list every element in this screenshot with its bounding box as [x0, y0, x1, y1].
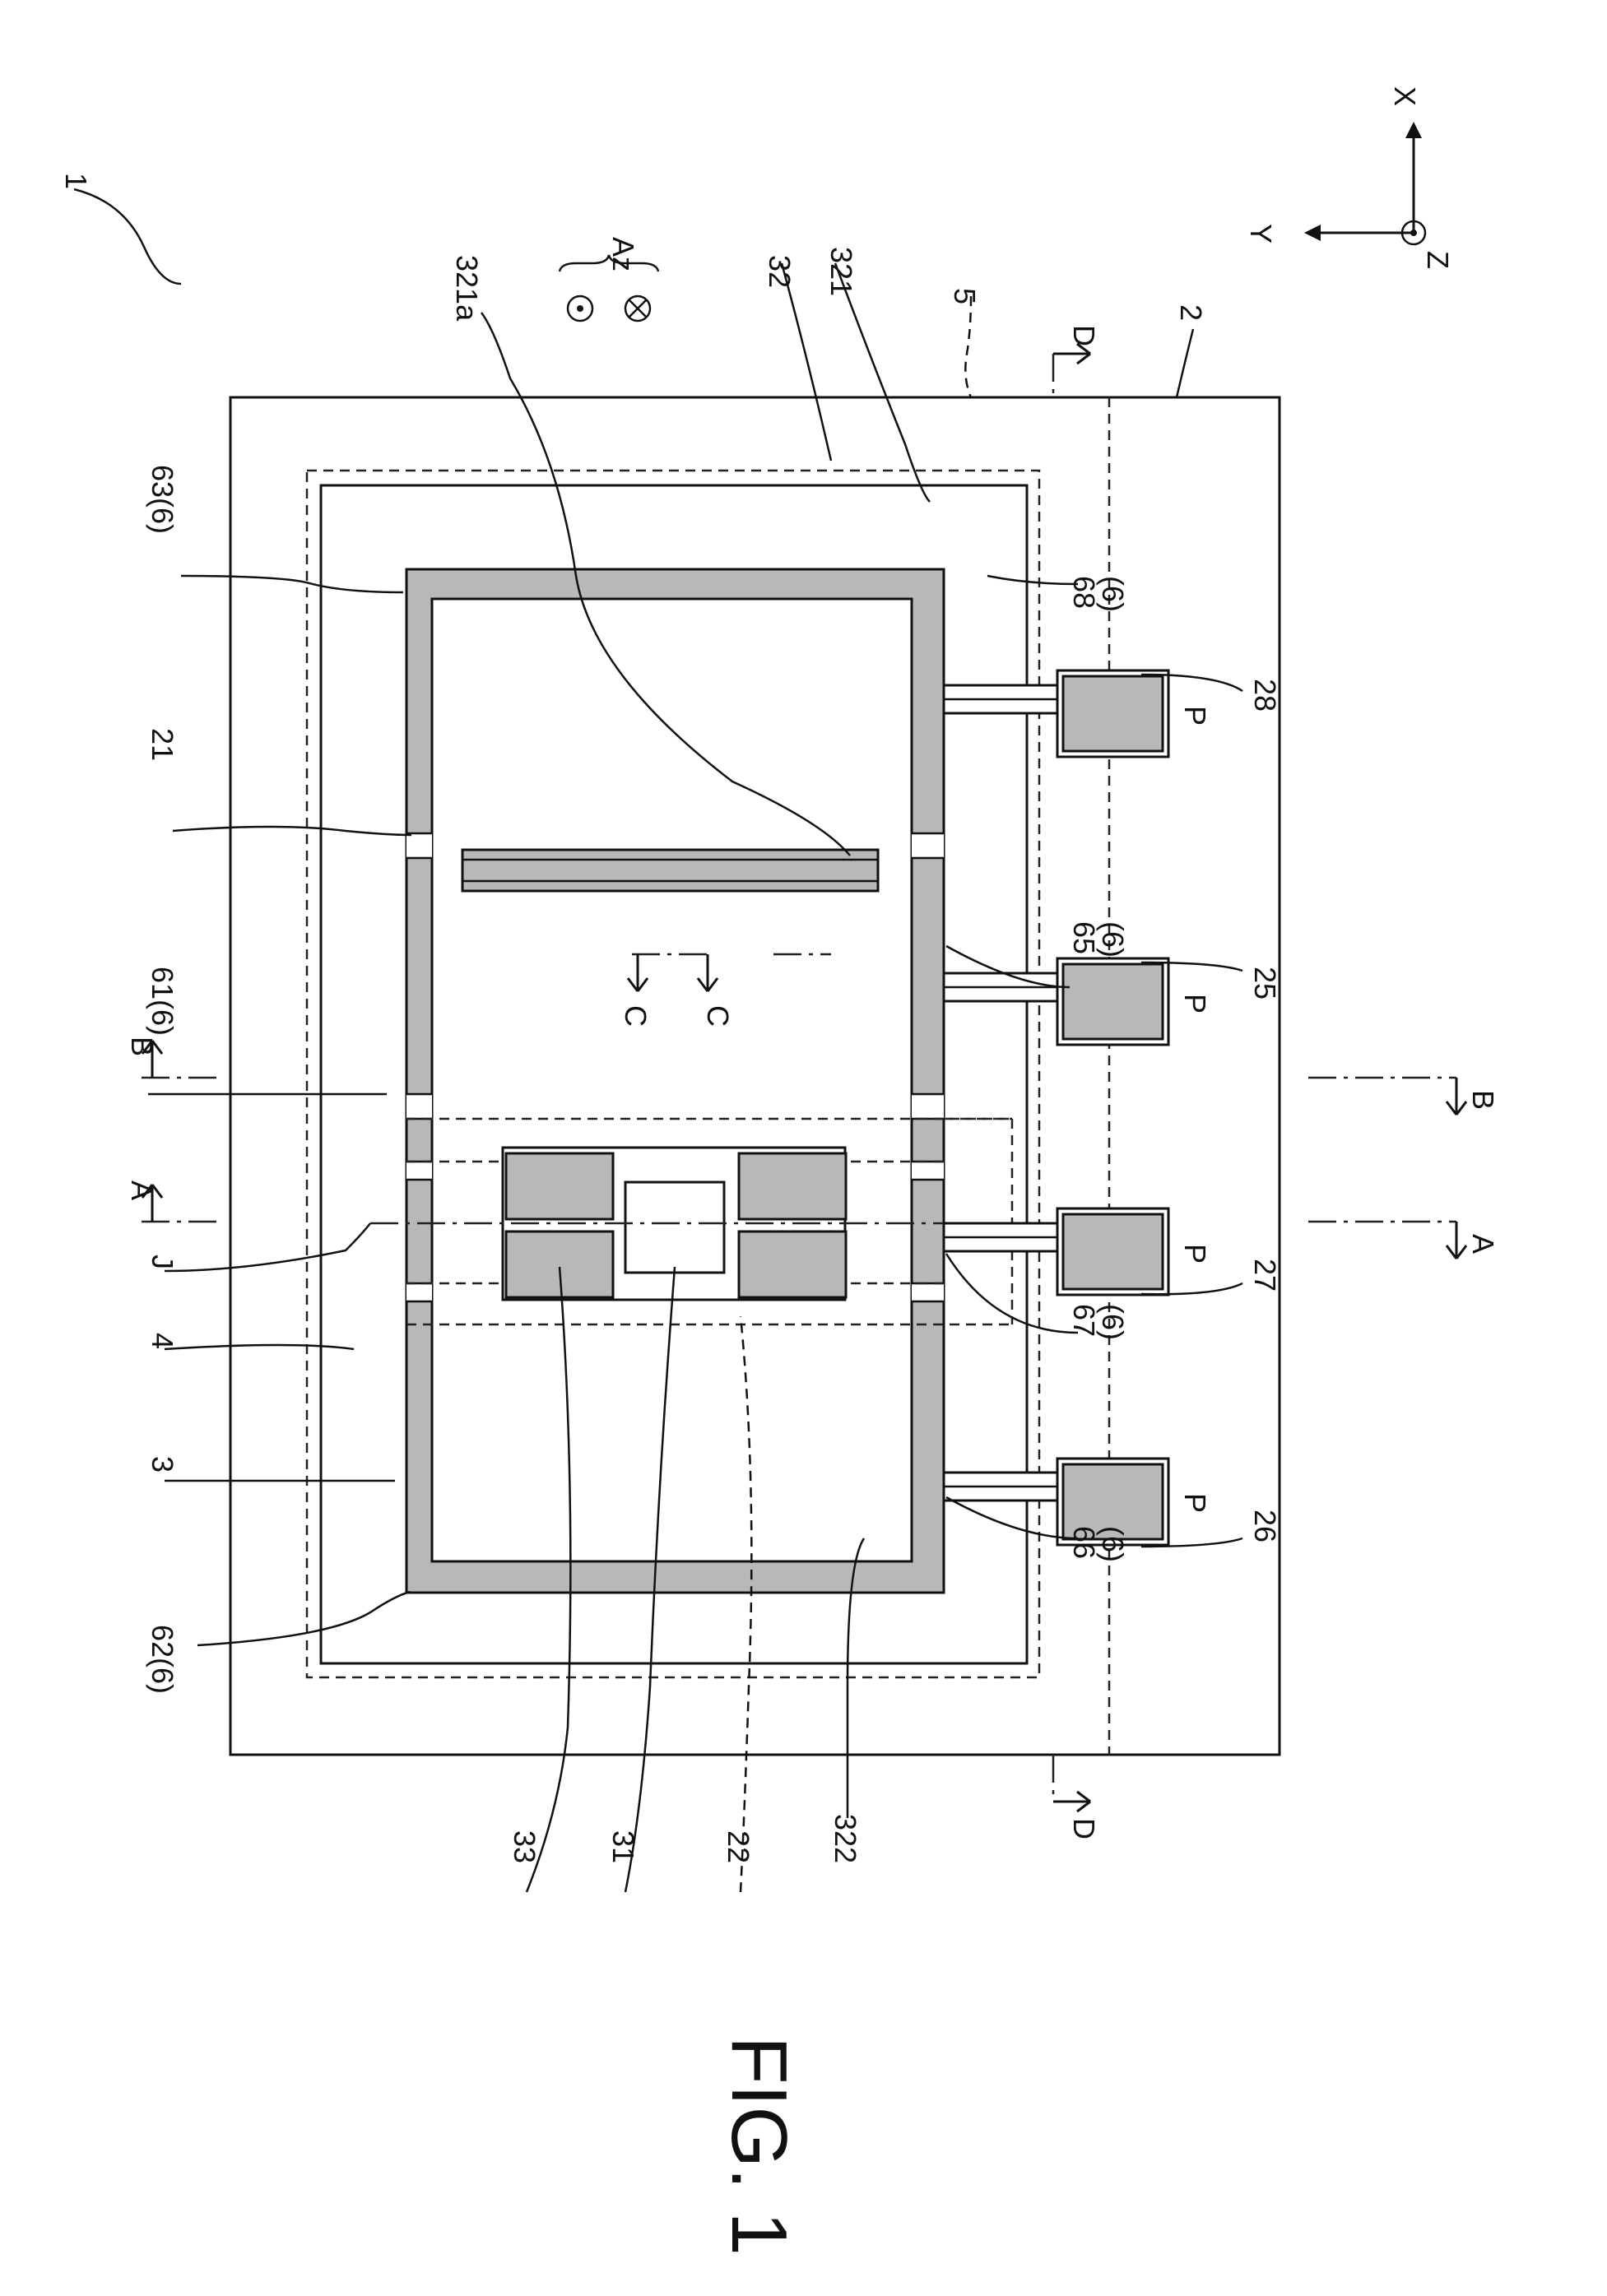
- terminal-27: [944, 1208, 1168, 1295]
- section-d-bottom: D: [1067, 1818, 1101, 1839]
- label-31: 31: [606, 1830, 640, 1863]
- frame-inner: [432, 599, 912, 1561]
- label-az: Az: [606, 237, 640, 271]
- axis-x-label: X: [1388, 86, 1422, 106]
- coordinate-axes: [1304, 122, 1425, 244]
- frame-3: [406, 569, 944, 1593]
- axis-z-label: Z: [1421, 251, 1455, 269]
- label-33: 33: [508, 1830, 541, 1863]
- label-67b: (6): [1096, 1304, 1130, 1340]
- label-j: J: [146, 1255, 179, 1269]
- label-p-27: P: [1178, 1244, 1212, 1264]
- label-61: 61(6): [146, 967, 179, 1036]
- label-68b: (6): [1096, 576, 1130, 612]
- terminal-26: [944, 1459, 1168, 1545]
- frame-gap-bottom-4: [912, 1283, 944, 1301]
- frame-gap-top-1: [406, 833, 432, 858]
- section-a-top: A: [125, 1180, 159, 1200]
- section-c-top: C: [619, 1005, 653, 1027]
- axis-y-label: Y: [1244, 224, 1278, 244]
- element-33-pad-2: [506, 1231, 613, 1297]
- label-p-26: P: [1178, 1493, 1212, 1513]
- section-b-bottom: B: [1466, 1090, 1500, 1110]
- label-25: 25: [1248, 967, 1282, 1000]
- terminal-25: [944, 958, 1168, 1045]
- frame-gap-top-2: [406, 1094, 432, 1119]
- label-21: 21: [146, 728, 179, 761]
- label-62: 62(6): [146, 1625, 179, 1694]
- label-device-1: 1: [59, 173, 93, 189]
- section-c-bottom: C: [701, 1005, 735, 1027]
- figure-title: FIG. 1: [715, 2036, 803, 2256]
- label-28: 28: [1248, 679, 1282, 712]
- element-33-pad-1: [506, 1153, 613, 1219]
- label-27: 27: [1248, 1259, 1282, 1292]
- label-4: 4: [146, 1333, 179, 1349]
- label-67: 67: [1067, 1304, 1101, 1337]
- label-322: 322: [829, 1814, 862, 1863]
- section-a-bottom: A: [1466, 1234, 1500, 1254]
- label-321: 321: [824, 247, 858, 296]
- label-26: 26: [1248, 1510, 1282, 1542]
- element-33-pad-4: [739, 1231, 846, 1297]
- frame-gap-bottom-1: [912, 833, 944, 858]
- label-32: 32: [763, 255, 797, 288]
- label-66b: (6): [1096, 1526, 1130, 1562]
- label-65: 65: [1067, 921, 1101, 954]
- label-p-25: P: [1178, 994, 1212, 1013]
- element-321a-bar: [462, 850, 878, 891]
- terminal-28: [944, 670, 1168, 757]
- label-2: 2: [1174, 304, 1208, 321]
- element-31-block: [625, 1182, 724, 1273]
- label-321a: 321a: [450, 255, 484, 322]
- frame-gap-top-3: [406, 1162, 432, 1180]
- frame-gap-bottom-3: [912, 1162, 944, 1180]
- label-p-28: P: [1178, 706, 1212, 726]
- label-22: 22: [722, 1830, 755, 1863]
- section-d-top: D: [1067, 325, 1101, 346]
- frame-gap-bottom-2: [912, 1094, 944, 1119]
- section-b-top: B: [125, 1037, 159, 1056]
- frame-gap-top-4: [406, 1283, 432, 1301]
- element-33-pad-3: [739, 1153, 846, 1219]
- label-66: 66: [1067, 1526, 1101, 1559]
- label-63: 63(6): [146, 465, 179, 534]
- label-3: 3: [146, 1456, 179, 1473]
- label-5: 5: [948, 288, 982, 304]
- label-68: 68: [1067, 576, 1101, 609]
- label-65b: (6): [1096, 921, 1130, 958]
